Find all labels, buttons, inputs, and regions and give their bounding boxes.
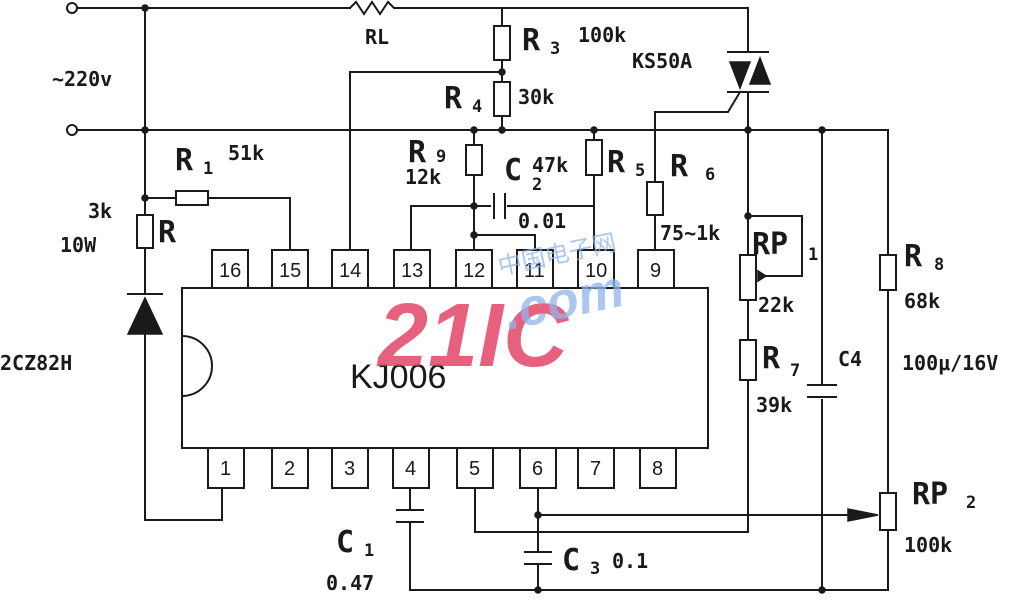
label-r: R bbox=[158, 215, 177, 250]
label-r4-sub: 4 bbox=[472, 97, 482, 117]
label-c2: C bbox=[504, 153, 522, 188]
label-r1-value: 51k bbox=[228, 141, 264, 165]
resistor-r8 bbox=[879, 254, 897, 291]
label-rp1-sub: 1 bbox=[808, 245, 818, 265]
thyristor-ks50a bbox=[727, 51, 772, 93]
label-r-value-3k: 3k bbox=[88, 199, 112, 223]
capacitor-c4 bbox=[807, 384, 837, 398]
pin-1: 1 bbox=[220, 458, 231, 480]
potentiometer-rp2 bbox=[879, 492, 897, 531]
label-r7-sub: 7 bbox=[790, 361, 800, 381]
source-label: ~220v bbox=[52, 67, 112, 91]
capacitor-c1 bbox=[396, 509, 424, 523]
rp1-wiper-arrow bbox=[757, 269, 768, 283]
label-r4: R bbox=[444, 81, 463, 116]
label-r5-value: 47k bbox=[532, 153, 568, 177]
label-r3: R bbox=[522, 23, 541, 58]
potentiometer-rp1 bbox=[739, 254, 757, 301]
load-resistor-rl bbox=[348, 0, 399, 16]
label-r1: R bbox=[175, 143, 194, 178]
pin-14: 14 bbox=[339, 260, 361, 282]
capacitor-c2 bbox=[493, 193, 506, 219]
watermark-brand: 21IC bbox=[376, 286, 570, 386]
label-rp2-sub: 2 bbox=[966, 493, 976, 513]
pin-5: 5 bbox=[469, 458, 480, 480]
label-c2-sub: 2 bbox=[532, 175, 542, 195]
ac-terminals bbox=[66, 2, 78, 136]
resistor-r bbox=[136, 214, 154, 249]
label-r5: R bbox=[607, 145, 626, 180]
label-r3-value: 100k bbox=[578, 23, 626, 47]
terminal-top bbox=[66, 2, 78, 14]
label-rp2: RP bbox=[912, 477, 948, 512]
label-rp1: RP bbox=[752, 227, 788, 262]
pin-8: 8 bbox=[652, 458, 663, 480]
pin-4: 4 bbox=[405, 458, 416, 480]
pin-2: 2 bbox=[284, 458, 295, 480]
resistor-r3 bbox=[493, 25, 511, 61]
label-r9-value: 12k bbox=[405, 165, 441, 189]
label-r7-value: 39k bbox=[756, 393, 792, 417]
label-c1: C bbox=[336, 525, 354, 560]
label-diode: 2CZ82H bbox=[0, 351, 72, 375]
label-r-value-10w: 10W bbox=[60, 233, 97, 257]
pin-11: 11 bbox=[524, 260, 545, 282]
label-r8-sub: 8 bbox=[934, 255, 944, 275]
ic-kj006: KJ006 bbox=[180, 287, 709, 449]
ic-top-pins: 16 15 14 13 12 11 10 9 bbox=[211, 249, 675, 289]
label-c4-value: 100μ/16V bbox=[902, 351, 998, 375]
label-r6-value: 75~1k bbox=[660, 221, 720, 245]
pin-13: 13 bbox=[401, 260, 423, 282]
label-c2-value: 0.01 bbox=[518, 209, 566, 233]
label-r8: R bbox=[904, 239, 923, 274]
pin-7: 7 bbox=[590, 458, 601, 480]
resistor-r9 bbox=[465, 144, 483, 176]
capacitor-c3 bbox=[524, 551, 552, 565]
label-r5-sub: 5 bbox=[635, 161, 645, 181]
label-r9: R bbox=[408, 135, 427, 170]
resistor-r1 bbox=[175, 190, 209, 206]
pin-9: 9 bbox=[650, 260, 661, 282]
label-r7: R bbox=[762, 341, 781, 376]
label-r6: R bbox=[670, 149, 689, 184]
label-c3: C bbox=[562, 543, 580, 578]
component-labels: ~220v RL R 3 100k KS50A R 4 30k R 1 51k … bbox=[0, 23, 998, 595]
ic-bottom-pins: 1 2 3 4 5 6 7 8 bbox=[207, 447, 677, 489]
label-rp2-value: 100k bbox=[904, 533, 952, 557]
pin-12: 12 bbox=[463, 260, 485, 282]
terminal-bottom bbox=[66, 124, 78, 136]
label-r6-sub: 6 bbox=[705, 165, 715, 185]
resistor-r6 bbox=[646, 181, 664, 216]
label-c1-sub: 1 bbox=[364, 541, 374, 561]
label-c4: C4 bbox=[838, 347, 862, 371]
label-c3-sub: 3 bbox=[590, 559, 600, 579]
label-r9-sub: 9 bbox=[436, 147, 446, 167]
resistor-r7 bbox=[739, 339, 757, 381]
diode-2cz82h bbox=[126, 293, 164, 335]
label-r3-sub: 3 bbox=[550, 39, 560, 59]
label-ks50a: KS50A bbox=[632, 49, 692, 73]
wires bbox=[76, 7, 889, 591]
label-c1-value: 0.47 bbox=[326, 571, 374, 595]
ic-label: KJ006 bbox=[350, 358, 446, 396]
resistor-r4 bbox=[493, 81, 511, 117]
rp2-wiper-arrow bbox=[847, 508, 879, 522]
pin-10: 10 bbox=[585, 260, 607, 282]
label-r8-value: 68k bbox=[904, 289, 940, 313]
resistor-r5 bbox=[585, 139, 603, 176]
label-r4-value: 30k bbox=[518, 85, 554, 109]
label-r1-sub: 1 bbox=[203, 159, 213, 179]
pin-16: 16 bbox=[219, 260, 241, 282]
label-c3-value: 0.1 bbox=[612, 549, 648, 573]
label-rp1-value: 22k bbox=[758, 293, 794, 317]
pin-15: 15 bbox=[279, 260, 301, 282]
label-rl: RL bbox=[365, 25, 389, 49]
pin-6: 6 bbox=[532, 458, 543, 480]
junction-dots bbox=[141, 4, 826, 594]
pin-3: 3 bbox=[344, 458, 355, 480]
